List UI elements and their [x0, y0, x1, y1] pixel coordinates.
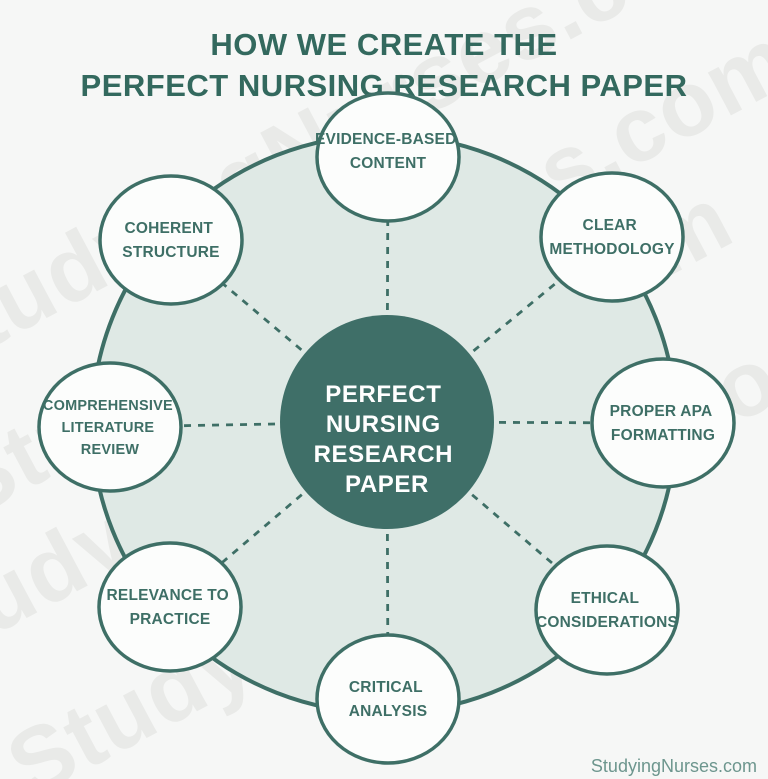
satellite-circle [315, 633, 461, 765]
satellite-label: RELEVANCE TO PRACTICE [107, 587, 234, 628]
satellite-label-line: CONSIDERATIONS [536, 614, 678, 631]
satellite-label-line: COMPREHENSIVE [43, 398, 173, 414]
satellite-label-line: EVIDENCE-BASED [315, 131, 456, 148]
satellite-label: PROPER APA FORMATTING [610, 403, 717, 444]
satellite-circle [534, 544, 680, 676]
satellite-label-line: PRACTICE [130, 611, 211, 628]
satellite-circle [315, 91, 461, 223]
satellite-label-line: RELEVANCE TO [107, 587, 229, 604]
satellite-critical-analysis: CRITICAL ANALYSIS [315, 633, 461, 765]
center-label: PERFECT NURSING RESEARCH PAPER [314, 381, 461, 498]
satellite-circle [37, 361, 183, 493]
center-circle [280, 315, 494, 529]
center-label-line: PERFECT [325, 381, 441, 408]
satellite-label: CRITICAL ANALYSIS [349, 679, 428, 720]
satellite-label-line: CONTENT [350, 155, 427, 172]
center-label-line: RESEARCH [314, 441, 453, 468]
center-label-line: NURSING [326, 411, 441, 438]
satellite-label-line: STRUCTURE [122, 244, 219, 261]
satellite-circle [97, 541, 243, 673]
satellite-label-line: COHERENT [124, 220, 213, 237]
satellite-ethical-considerations: ETHICAL CONSIDERATIONS [534, 544, 680, 676]
satellite-comprehensive-literature-review: COMPREHENSIVE LITERATURE REVIEW [37, 361, 183, 493]
satellite-clear-methodology: CLEAR METHODOLOGY [539, 171, 685, 303]
satellite-label-line: ANALYSIS [349, 703, 428, 720]
satellite-label-line: CRITICAL [349, 679, 423, 696]
satellite-relevance-to-practice: RELEVANCE TO PRACTICE [97, 541, 243, 673]
satellite-proper-apa-formatting: PROPER APA FORMATTING [590, 357, 736, 489]
satellite-label-line: METHODOLOGY [549, 241, 675, 258]
satellite-coherent-structure: COHERENT STRUCTURE [98, 174, 244, 306]
satellite-label: ETHICAL CONSIDERATIONS [536, 590, 678, 631]
satellite-label: COMPREHENSIVE LITERATURE REVIEW [43, 398, 177, 458]
satellite-label-line: REVIEW [81, 442, 140, 458]
satellite-label-line: FORMATTING [611, 427, 715, 444]
center-label-line: PAPER [345, 471, 429, 498]
satellite-label-line: CLEAR [583, 217, 637, 234]
satellite-circle [98, 174, 244, 306]
satellite-circle [590, 357, 736, 489]
satellite-label: CLEAR METHODOLOGY [549, 217, 675, 258]
satellite-label: EVIDENCE-BASED CONTENT [315, 131, 461, 172]
brand-footer: StudyingNurses.com [591, 756, 757, 776]
satellite-label-line: LITERATURE [62, 420, 155, 436]
page-title-line-1: HOW WE CREATE THE [210, 27, 557, 62]
satellite-label-line: PROPER APA [610, 403, 712, 420]
satellite-label-line: ETHICAL [571, 590, 639, 607]
satellite-evidence-based-content: EVIDENCE-BASED CONTENT [315, 91, 461, 223]
satellite-label: COHERENT STRUCTURE [122, 220, 219, 261]
satellite-circle [539, 171, 685, 303]
